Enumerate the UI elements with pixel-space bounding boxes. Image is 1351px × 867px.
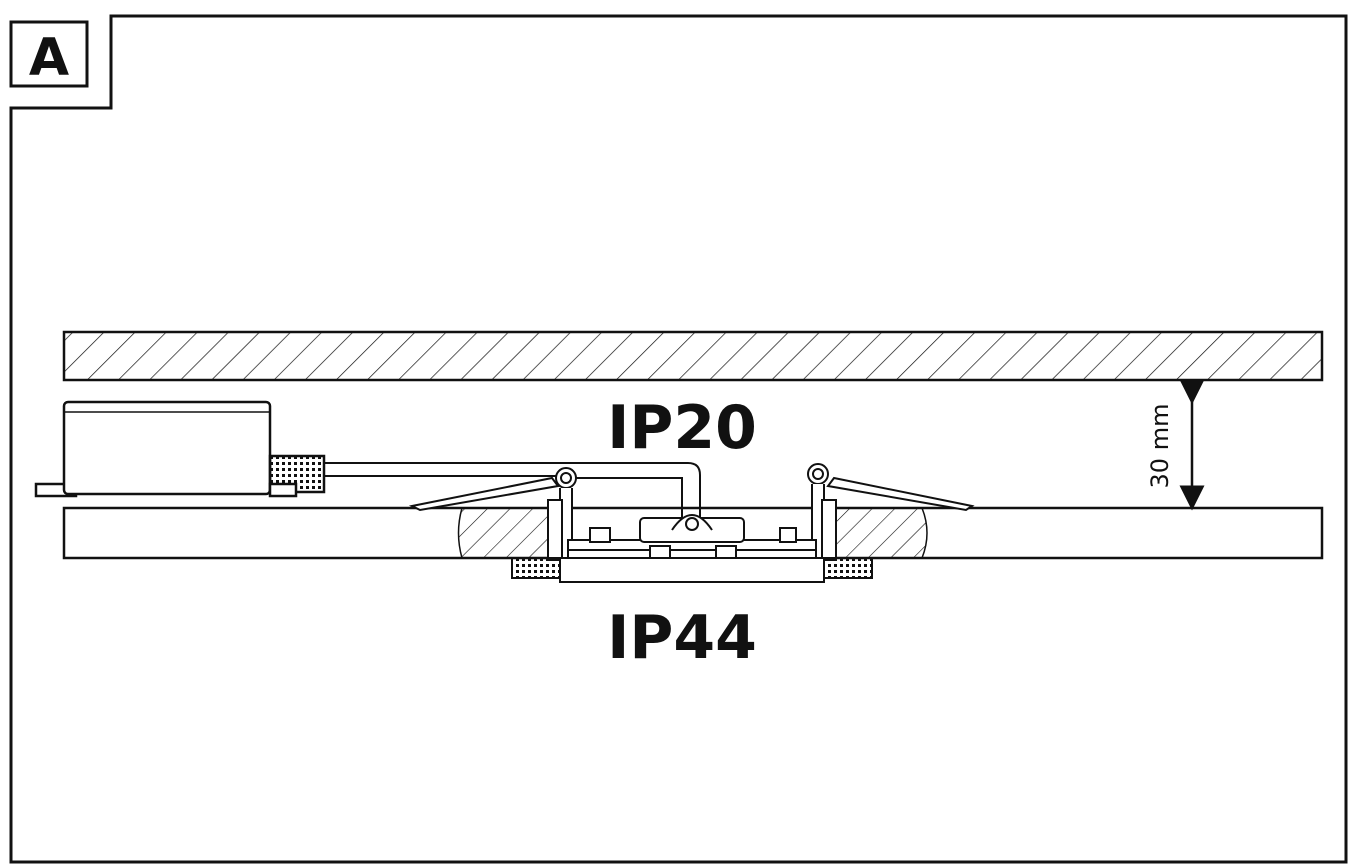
- gap-dimension-label: 30 mm: [1146, 404, 1174, 489]
- panel-letter: A: [29, 28, 69, 88]
- gap-dimension: 30 mm: [1146, 379, 1205, 511]
- diagram-frame: [9, 14, 1348, 864]
- upper-rating-label: IP20: [607, 393, 757, 463]
- panel-label: A: [9, 20, 89, 88]
- upper-ceiling-slab: [62, 330, 1324, 382]
- driver-box: [34, 400, 326, 498]
- lower-rating-label: IP44: [607, 603, 757, 673]
- power-cable: [324, 462, 701, 518]
- recessed-light-fixture: [511, 499, 873, 583]
